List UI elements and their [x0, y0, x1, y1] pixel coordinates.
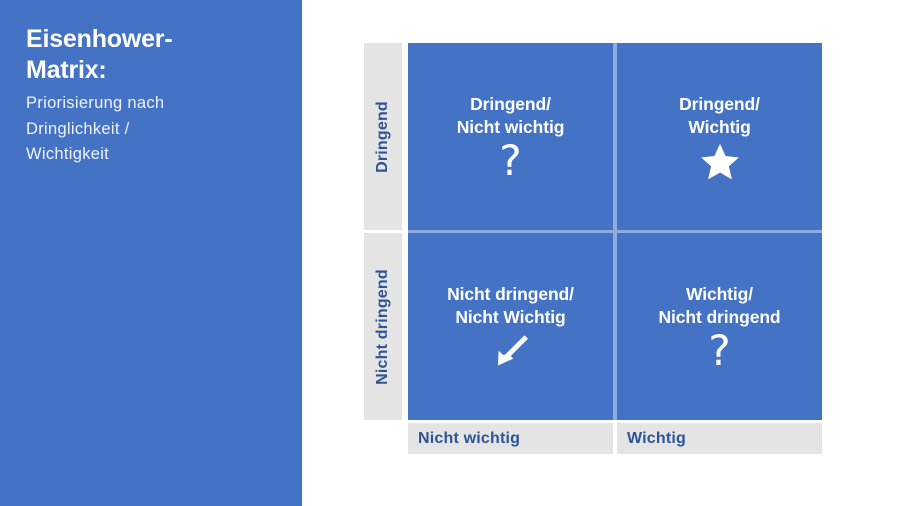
y-axis: Dringend Nicht dringend [364, 43, 402, 420]
quadrant-top-right-label: Dringend/ Wichtig [679, 93, 760, 137]
y-axis-label-nicht-dringend: Nicht dringend [364, 233, 402, 420]
x-axis: Nicht wichtig Wichtig [408, 423, 822, 454]
page-subtitle: Priorisierung nach Dringlichkeit / Wicht… [26, 94, 165, 164]
title-panel: Eisenhower- Matrix: Priorisierung nach D… [0, 0, 302, 506]
quadrant-bottom-left[interactable]: Nicht dringend/ Nicht Wichtig [408, 233, 613, 420]
quadrant-top-left-label: Dringend/ Nicht wichtig [456, 93, 565, 137]
question-mark-icon: ? [499, 140, 521, 184]
quadrant-top-right[interactable]: Dringend/ Wichtig [617, 43, 822, 230]
question-mark-icon: ? [708, 330, 730, 374]
question-mark-icon-glyph: ? [499, 136, 522, 186]
y-axis-label-dringend: Dringend [364, 43, 402, 230]
quadrant-bottom-left-label: Nicht dringend/ Nicht Wichtig [447, 283, 574, 327]
x-axis-label-nicht-wichtig: Nicht wichtig [408, 423, 613, 454]
quadrant-grid: Dringend/ Nicht wichtig ? Dringend/ Wich… [408, 43, 822, 420]
x-axis-label-wichtig: Wichtig [617, 423, 822, 454]
arrow-down-left-icon [488, 330, 534, 374]
question-mark-icon-glyph: ? [708, 326, 731, 376]
x-axis-label-right-text: Wichtig [627, 429, 687, 447]
quadrant-bottom-right[interactable]: Wichtig/ Nicht dringend ? [617, 233, 822, 420]
page-title: Eisenhower- Matrix: [26, 25, 173, 84]
y-axis-label-top-text: Dringend [374, 100, 392, 173]
quadrant-top-left[interactable]: Dringend/ Nicht wichtig ? [408, 43, 613, 230]
x-axis-label-left-text: Nicht wichtig [418, 429, 521, 447]
quadrant-bottom-right-label: Wichtig/ Nicht dringend [658, 283, 781, 327]
y-axis-label-bottom-text: Nicht dringend [374, 268, 391, 385]
star-icon [699, 140, 741, 184]
